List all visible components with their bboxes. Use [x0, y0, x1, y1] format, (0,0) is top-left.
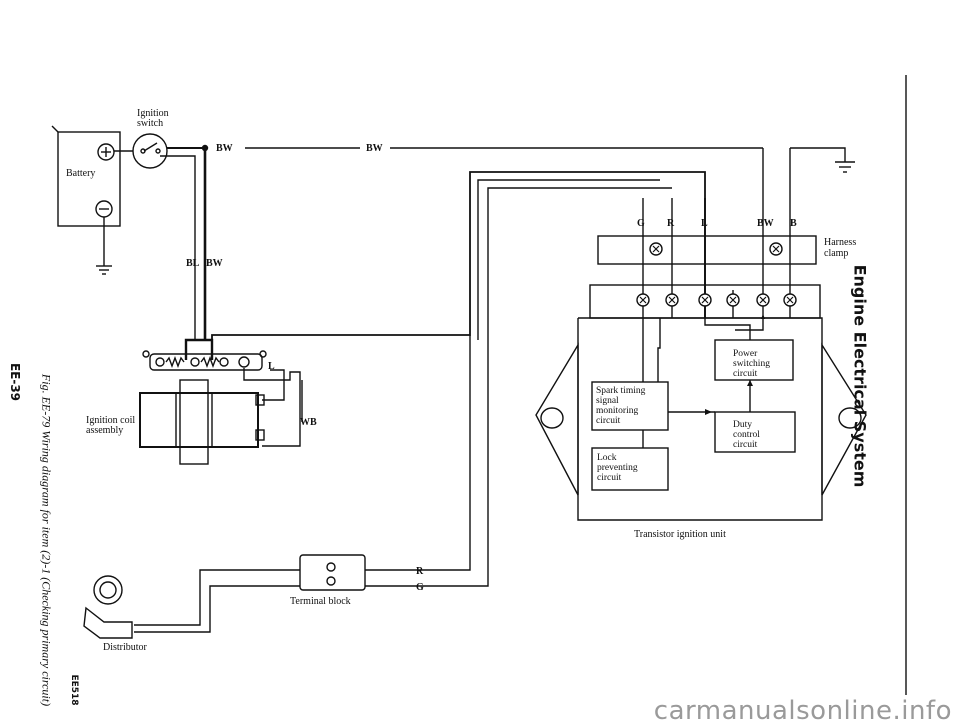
ignition-coil-label-1: Ignition coil — [86, 415, 135, 426]
power-switching-line-3: circuit — [733, 369, 758, 379]
g-wire-label: G — [416, 582, 424, 593]
terminal-r-label: R — [667, 218, 675, 229]
bl-label: BL — [186, 258, 200, 269]
duty-control-block — [714, 411, 796, 453]
resistor-block — [149, 353, 263, 371]
terminal-block — [299, 554, 366, 591]
battery-ground-icon — [96, 217, 112, 275]
section-title: Engine Electrical System — [850, 264, 870, 488]
spark-timing-line-1: Spark timing — [596, 386, 646, 396]
spark-timing-block — [591, 381, 669, 431]
spark-timing-line-2: signal — [596, 396, 619, 406]
l-label: L — [268, 361, 275, 372]
spark-timing-line-3: monitoring — [596, 406, 638, 416]
ignition-switch — [132, 133, 168, 169]
terminal-block-label: Terminal block — [290, 596, 351, 607]
harness-clamp — [597, 235, 817, 265]
terminal-bw-label: BW — [757, 218, 774, 229]
distributor — [83, 575, 133, 639]
lock-preventing-block — [591, 447, 669, 491]
power-switching-line-2: switching — [733, 359, 770, 369]
unit-ground-icon — [835, 161, 855, 173]
duty-control-line-1: Duty — [733, 420, 752, 430]
harness-clamp-label-1: Harness — [824, 237, 856, 248]
power-switching-block — [714, 339, 794, 381]
page-number: EE-39 — [8, 362, 22, 402]
terminal-b-label: B — [790, 218, 797, 229]
spark-timing-line-4: circuit — [596, 416, 621, 426]
transistor-ignition-unit — [535, 284, 867, 521]
terminal-g-label: G — [637, 218, 645, 229]
ignition-switch-label-1: Ignition — [137, 108, 169, 119]
transistor-unit-label: Transistor ignition unit — [634, 529, 726, 540]
duty-control-line-3: circuit — [733, 440, 758, 450]
ignition-coil-label-2: assembly — [86, 425, 123, 436]
lock-preventing-line-1: Lock — [597, 453, 617, 463]
duty-control-line-2: control — [733, 430, 760, 440]
unit-connector-terminals — [636, 242, 797, 307]
bw-label-2: BW — [366, 143, 383, 154]
battery — [51, 125, 121, 227]
watermark: carmanualsonline.info — [653, 696, 952, 726]
lock-preventing-line-3: circuit — [597, 473, 622, 483]
power-switching-line-1: Power — [733, 349, 758, 359]
ignition-coil — [139, 379, 265, 465]
distributor-label: Distributor — [103, 642, 148, 653]
battery-label: Battery — [66, 168, 95, 179]
r-wire-label: R — [416, 566, 424, 577]
figure-caption: Fig. EE-79 Wiring diagram for item (2)-1… — [39, 373, 54, 707]
ignition-switch-label-2: switch — [137, 118, 163, 129]
figure-code: EE518 — [69, 674, 79, 706]
bw-label-3: BW — [206, 258, 223, 269]
lock-preventing-line-2: preventing — [597, 463, 638, 473]
wb-label: WB — [300, 417, 317, 428]
bw-label-1: BW — [216, 143, 233, 154]
terminal-l-label: L — [701, 218, 708, 229]
harness-clamp-label-2: clamp — [824, 248, 848, 259]
